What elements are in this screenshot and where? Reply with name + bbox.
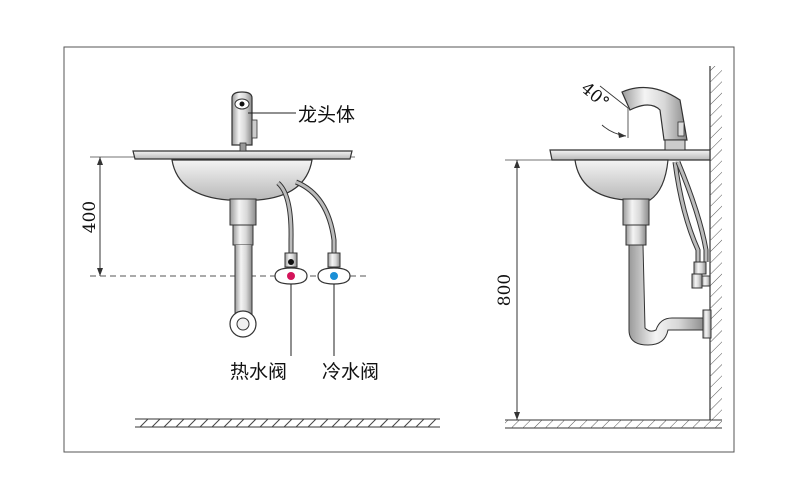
side-hoses — [672, 161, 709, 262]
dimension-800: 800 — [495, 159, 560, 420]
side-faucet: 40° — [577, 79, 688, 151]
cold-valve — [317, 252, 351, 356]
cold-indicator — [330, 272, 338, 280]
hot-valve-label: 热水阀 — [230, 361, 287, 383]
hot-indicator — [287, 272, 295, 280]
front-floor — [135, 418, 440, 428]
dimension-400-label: 400 — [80, 201, 100, 233]
side-wall — [709, 66, 722, 420]
front-view: 400 — [80, 91, 440, 428]
frame-border — [63, 46, 735, 453]
side-view: 800 40° — [495, 66, 722, 429]
side-basin — [549, 149, 712, 346]
front-hoses — [276, 179, 337, 262]
hot-valve-knob-dot — [288, 259, 294, 265]
cold-valve-label: 冷水阀 — [322, 361, 379, 383]
side-valve — [691, 261, 711, 289]
hot-valve — [274, 252, 308, 356]
faucet-body-label: 龙头体 — [298, 104, 355, 126]
dimension-800-label: 800 — [495, 274, 515, 306]
faucet-sensor-dot — [239, 101, 245, 107]
angle-label: 40° — [577, 79, 613, 114]
side-floor — [505, 419, 722, 429]
front-faucet — [231, 91, 258, 152]
front-basin — [132, 150, 353, 338]
